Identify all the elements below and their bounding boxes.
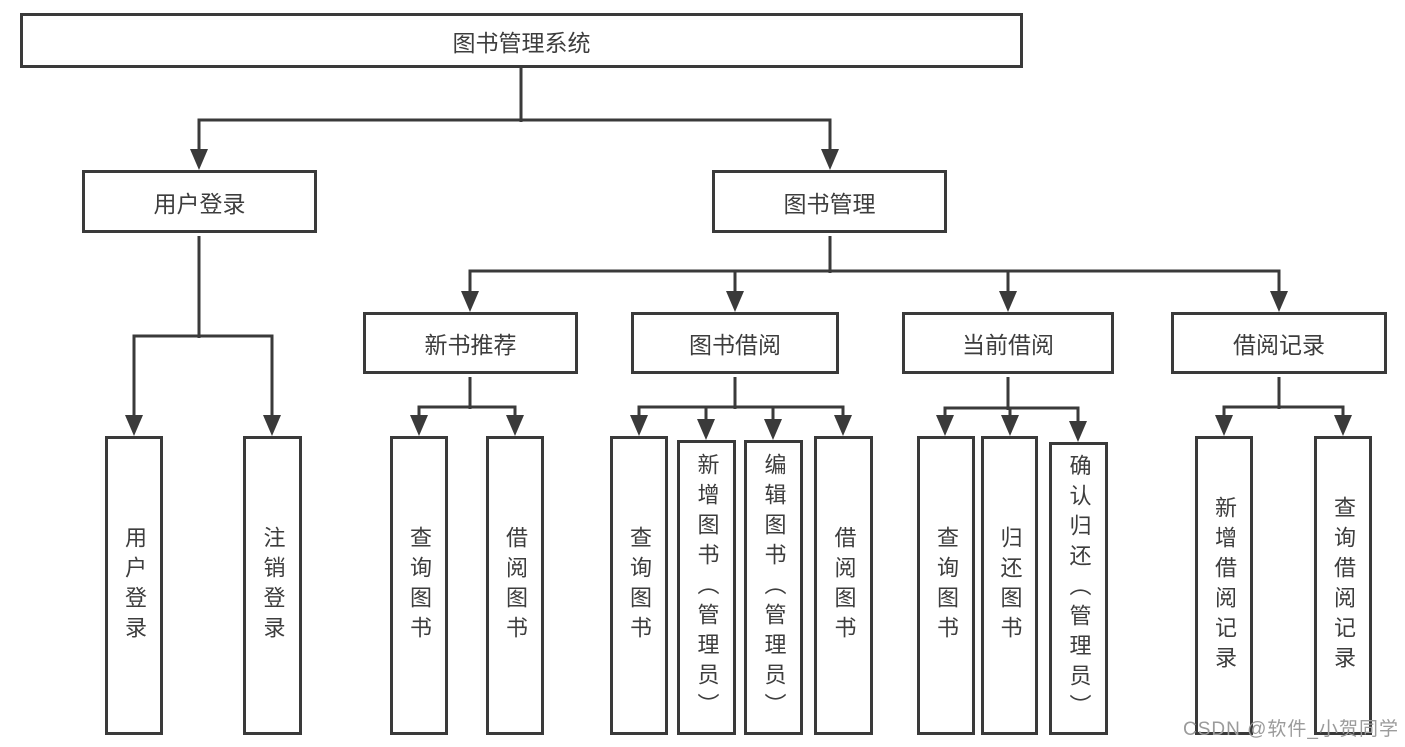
leaf-query-book-current-label: 查询图书 (934, 525, 959, 646)
node-new-book-recommend-label: 新书推荐 (424, 332, 517, 358)
arrowhead-icon (1270, 291, 1288, 312)
node-user-login-label: 用户登录 (153, 190, 246, 217)
leaf-edit-book-admin: 编辑图书（管理员） (744, 440, 803, 735)
node-root-system: 图书管理系统 (20, 13, 1023, 68)
leaf-borrow-book-recommend-label: 借阅图书 (503, 525, 528, 646)
node-book-borrow-label: 图书借阅 (689, 332, 781, 358)
leaf-query-borrow-record-label: 查询借阅记录 (1331, 495, 1356, 676)
leaf-add-book-admin: 新增图书（管理员） (677, 440, 736, 735)
arrowhead-icon (506, 415, 524, 436)
arrowhead-icon (630, 415, 648, 436)
arrowhead-icon (936, 415, 954, 436)
arrowhead-icon (764, 419, 782, 440)
node-book-borrow: 图书借阅 (631, 312, 839, 374)
arrowhead-icon (697, 419, 715, 440)
leaf-add-borrow-record: 新增借阅记录 (1195, 436, 1253, 735)
arrowhead-icon (410, 415, 428, 436)
leaf-borrow-book-recommend: 借阅图书 (486, 436, 544, 735)
node-book-management-label: 图书管理 (783, 190, 876, 217)
node-book-management: 图书管理 (712, 170, 947, 233)
arrowhead-icon (125, 415, 143, 436)
leaf-edit-book-admin-label: 编辑图书（管理员） (761, 452, 787, 723)
leaf-borrow-book-borrow: 借阅图书 (814, 436, 873, 735)
leaf-user-login-label: 用户登录 (122, 525, 147, 646)
arrowhead-icon (821, 149, 839, 170)
arrowhead-icon (190, 149, 208, 170)
node-current-borrow: 当前借阅 (902, 312, 1114, 374)
leaf-user-login: 用户登录 (105, 436, 163, 735)
node-borrow-records-label: 借阅记录 (1233, 332, 1325, 358)
arrowhead-icon (1215, 415, 1233, 436)
leaf-confirm-return-admin-label: 确认归还（管理员） (1066, 453, 1092, 724)
leaf-query-book-borrow: 查询图书 (610, 436, 668, 735)
arrowhead-icon (1001, 415, 1019, 436)
leaf-logout: 注销登录 (243, 436, 302, 735)
leaf-query-book-recommend: 查询图书 (390, 436, 448, 735)
leaf-logout-label: 注销登录 (260, 525, 286, 646)
leaf-return-book-label: 归还图书 (997, 525, 1023, 646)
leaf-borrow-book-borrow-label: 借阅图书 (831, 525, 857, 646)
node-borrow-records: 借阅记录 (1171, 312, 1387, 374)
arrowhead-icon (1334, 415, 1352, 436)
arrowhead-icon (834, 415, 852, 436)
arrowhead-icon (263, 415, 281, 436)
leaf-add-book-admin-label: 新增图书（管理员） (694, 452, 720, 723)
node-user-login: 用户登录 (82, 170, 317, 233)
arrowhead-icon (1069, 421, 1087, 442)
arrowhead-icon (461, 291, 479, 312)
leaf-return-book: 归还图书 (981, 436, 1038, 735)
leaf-query-book-borrow-label: 查询图书 (627, 525, 652, 646)
csdn-watermark: CSDN @软件_小贺同学 (1183, 719, 1399, 740)
leaf-query-book-recommend-label: 查询图书 (407, 525, 432, 646)
leaf-query-book-current: 查询图书 (917, 436, 975, 735)
node-current-borrow-label: 当前借阅 (962, 332, 1054, 358)
node-new-book-recommend: 新书推荐 (363, 312, 578, 374)
node-root-system-label: 图书管理系统 (452, 29, 591, 56)
arrowhead-icon (726, 291, 744, 312)
arrowhead-icon (999, 291, 1017, 312)
leaf-query-borrow-record: 查询借阅记录 (1314, 436, 1372, 735)
leaf-add-borrow-record-label: 新增借阅记录 (1212, 495, 1237, 676)
leaf-confirm-return-admin: 确认归还（管理员） (1049, 442, 1108, 735)
